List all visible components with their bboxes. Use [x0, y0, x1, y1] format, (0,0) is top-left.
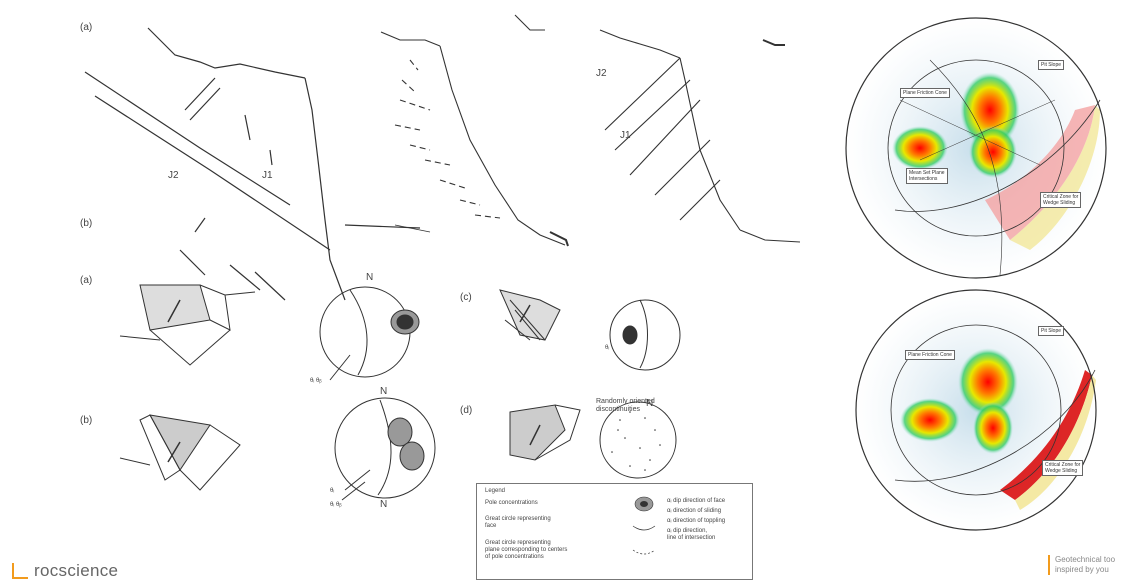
- label-c-mid: (c): [460, 292, 472, 303]
- legend-toppling: αᵢ direction of toppling: [667, 518, 752, 525]
- slope-sketch-toppling: [381, 15, 568, 246]
- label-b-mid: (b): [80, 415, 92, 426]
- theta-a: θᵢ θᵦ: [310, 378, 322, 384]
- label-d-mid: (d): [460, 405, 472, 416]
- legend-dip-face: αᵢ dip direction of face: [667, 498, 752, 505]
- callout-pit-slope-bottom: Pit Slope: [1038, 326, 1064, 336]
- legend-great-circle-face: Great circle representing face: [485, 516, 615, 530]
- north-a: N: [366, 272, 373, 283]
- legend-sliding: αᵢ direction of sliding: [667, 508, 752, 515]
- stereonet-top: [846, 18, 1106, 278]
- legend-intersection: αᵢ dip direction, line of intersection: [667, 528, 752, 542]
- legend: Legend Pole concentrations Great circle …: [476, 483, 753, 580]
- stereonet-small-a: [320, 287, 419, 380]
- label-j1-right: J1: [620, 130, 631, 141]
- callout-plane-friction-bottom: Plane Friction Cone: [905, 350, 955, 360]
- theta-b1: θᵢ: [330, 488, 334, 494]
- legend-great-circle-plane: Great circle representing plane correspo…: [485, 540, 615, 561]
- block-wedge: [120, 415, 240, 490]
- north-b-bottom: N: [380, 499, 387, 510]
- theta-b2: θᵢ θᵦ: [330, 502, 342, 508]
- slope-sketch-planar: [85, 28, 430, 300]
- label-b-top: (b): [80, 218, 92, 229]
- brand-mark-icon: [12, 563, 28, 579]
- north-b: N: [380, 386, 387, 397]
- legend-pole: Pole concentrations: [485, 500, 615, 507]
- legend-symbols: [627, 492, 662, 567]
- callout-pit-slope-top: Pit Slope: [1038, 60, 1064, 70]
- callout-plane-friction-top: Plane Friction Cone: [900, 88, 950, 98]
- brand-logo: rocscience: [12, 561, 118, 581]
- theta-c: θᵢ: [605, 345, 609, 351]
- block-toppling: [500, 290, 560, 340]
- block-planar: [120, 285, 255, 365]
- brand-name: rocscience: [34, 561, 118, 581]
- callout-mean-set: Mean Set Plane Intersections: [906, 168, 948, 184]
- stereonet-small-b: [335, 398, 435, 500]
- stereonet-small-c: [610, 300, 680, 370]
- random-label: Randomly oriented discontinuities: [596, 398, 655, 414]
- label-j2-left: J2: [168, 170, 179, 181]
- legend-title: Legend: [485, 488, 505, 494]
- block-circular: [510, 405, 580, 460]
- brand-tagline: Geotechnical too inspired by you: [1048, 555, 1115, 575]
- callout-critical-bottom: Critical Zone for Wedge Sliding: [1042, 460, 1083, 476]
- callout-critical-top: Critical Zone for Wedge Sliding: [1040, 192, 1081, 208]
- label-a-mid: (a): [80, 275, 92, 286]
- label-j2-right: J2: [596, 68, 607, 79]
- label-j1-left: J1: [262, 170, 273, 181]
- label-a-top: (a): [80, 22, 92, 33]
